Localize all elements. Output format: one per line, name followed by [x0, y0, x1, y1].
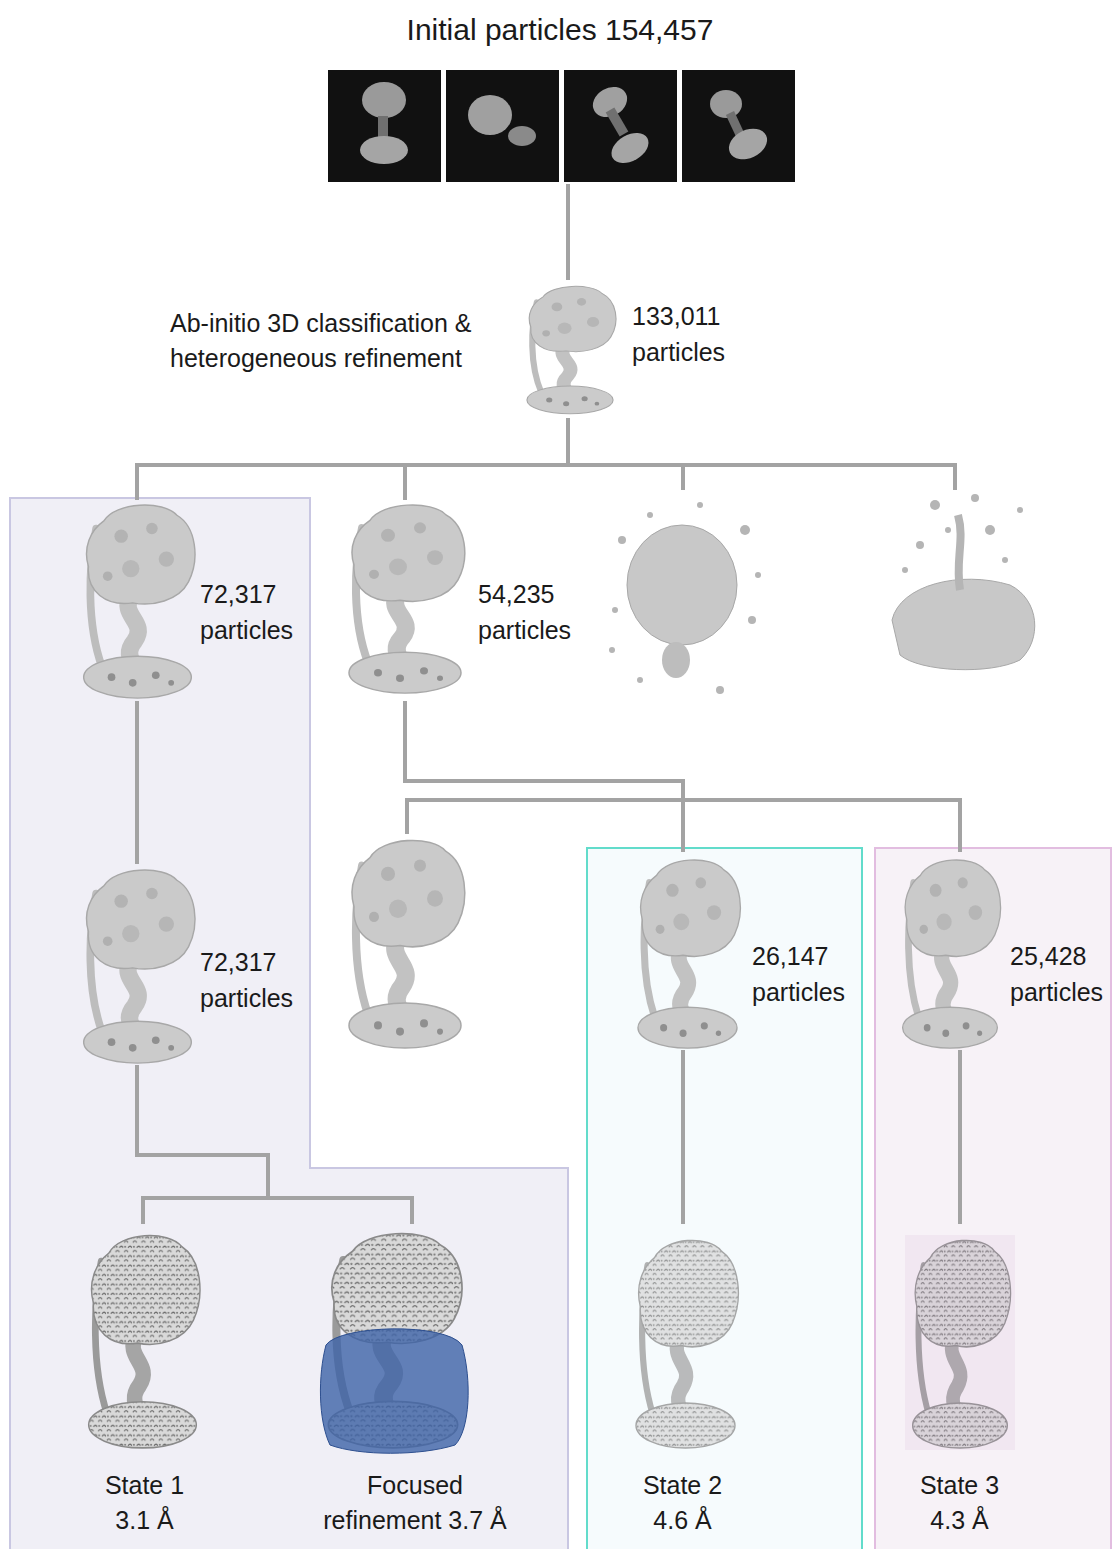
- node-label: 54,235 particles: [478, 576, 576, 649]
- connector: [135, 703, 139, 862]
- state1-panel: [10, 498, 568, 1549]
- particle: [468, 95, 512, 135]
- connector: [405, 703, 960, 850]
- particle: [724, 123, 772, 165]
- density-map: [903, 860, 1001, 1048]
- particle: [508, 126, 536, 146]
- density-map: [638, 860, 740, 1048]
- focus-mask: [320, 1329, 468, 1453]
- map-node: State 1 3.1 Å: [55, 1222, 235, 1542]
- node-label: 26,147 particles: [752, 938, 850, 1011]
- particle: [606, 107, 629, 136]
- connector: [958, 1052, 962, 1222]
- connector: [137, 420, 568, 498]
- highres-map: [636, 1240, 738, 1447]
- node-label: Focused refinement 3.7 Å: [315, 1468, 515, 1538]
- map-node: State 2 4.6 Å: [603, 1222, 763, 1542]
- particle: [710, 90, 742, 118]
- map-node: 26,147 particles: [625, 850, 857, 1052]
- density-map: [84, 505, 195, 698]
- branch-line: [568, 465, 955, 488]
- map-node: 54,235 particles: [335, 498, 585, 703]
- state3-panel: [875, 848, 1111, 1549]
- map-node: Ab-initio 3D classification & heterogene…: [165, 278, 740, 420]
- density-map: [349, 505, 465, 693]
- class-averages: [328, 70, 795, 182]
- particle: [362, 82, 406, 118]
- node-label: 133,011 particles: [632, 298, 730, 371]
- node-label: State 3 4.3 Å: [907, 1468, 1012, 1538]
- class-image: [446, 70, 559, 182]
- density-maps: [84, 286, 1035, 1453]
- connector: [137, 1067, 268, 1222]
- connector: [405, 420, 568, 498]
- class-image: [682, 70, 795, 182]
- map-node: Initial particles 154,457: [320, 8, 802, 186]
- density-map: [349, 840, 465, 1047]
- branch-line: [407, 800, 683, 832]
- branch-lines: [407, 465, 955, 832]
- node-label: Ab-initio 3D classification & heterogene…: [170, 306, 478, 376]
- tint: [905, 1235, 1015, 1450]
- state2-panel: [587, 848, 862, 1549]
- node-label: State 1 3.1 Å: [92, 1468, 197, 1538]
- node-label: 72,317 particles: [200, 944, 298, 1017]
- connector: [681, 1052, 685, 1222]
- node-label: State 2 4.6 Å: [630, 1468, 735, 1538]
- map-node: State 3 4.3 Å: [880, 1222, 1040, 1542]
- connector: [566, 186, 570, 278]
- junk-map: [609, 502, 761, 694]
- node-label: 72,317 particles: [200, 576, 298, 649]
- junk-map: [892, 494, 1035, 670]
- highres-map: [89, 1236, 200, 1448]
- particle: [606, 127, 654, 170]
- map-node: Focused refinement 3.7 Å: [290, 1222, 540, 1542]
- connector: [137, 1067, 412, 1222]
- density-map: [84, 870, 195, 1063]
- node-label: 25,428 particles: [1010, 938, 1108, 1011]
- map-node: 25,428 particles: [890, 850, 1110, 1052]
- class-image: [328, 70, 441, 182]
- density-map: [527, 286, 616, 413]
- particle: [360, 136, 408, 164]
- panel: [10, 498, 1111, 1549]
- node-label: Initial particles 154,457: [320, 12, 800, 48]
- class-image: [564, 70, 677, 182]
- connector: [405, 703, 683, 850]
- map-node: 72,317 particles: [70, 862, 305, 1067]
- map-node: 72,317 particles: [70, 498, 305, 703]
